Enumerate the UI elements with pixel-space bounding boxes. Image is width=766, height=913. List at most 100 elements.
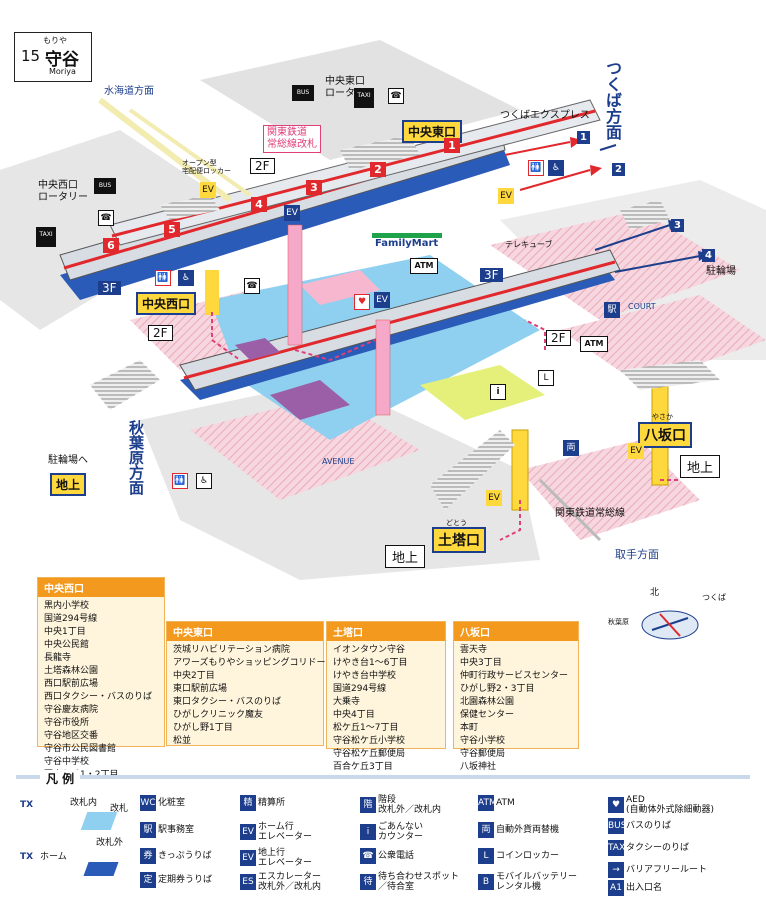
panel-list-item: 仲町行政サービスセンター [460, 671, 569, 681]
toilet-icon: 🚻 [172, 473, 188, 489]
waiting-icon: 待 [360, 874, 376, 891]
car-5-badge: 5 [164, 222, 180, 237]
panel-list-item: ひがしクリニック魔友 [173, 710, 264, 720]
panel-list-item: 守谷中学校 [44, 757, 90, 767]
exit-dotou[interactable]: 土塔口 [432, 527, 486, 553]
panel-list-item: 茨城リハビリテーション病院 [173, 645, 290, 655]
plaza-southeast [520, 440, 700, 540]
panel-list-item: 国道294号線 [333, 684, 387, 694]
legend-item-label: 待ち合わせスポット ／待合室 [378, 872, 460, 893]
dotou-ruby: どとう [446, 519, 467, 527]
exit-yasaka[interactable]: 八坂口 [638, 422, 692, 448]
legend-item-label: 階段 改札外／改札内 [378, 795, 442, 816]
phone-icon: ☎ [244, 278, 260, 294]
yasaka-ruby: やさか [652, 413, 673, 421]
panel-list-item: 保健センター [460, 710, 515, 720]
panel-list-item: 本町 [460, 723, 479, 733]
kanto-gate-label: 関東鉄道 常総線改札 [263, 125, 321, 153]
legend-gate: 改札 [110, 804, 129, 814]
panel-list-item: 百合ケ丘3丁目 [333, 762, 393, 772]
taxi-icon: TAXI [354, 88, 374, 108]
panel-list-item: 守谷地区交番 [44, 731, 99, 741]
panel-list-item: けやき台1〜6丁目 [333, 658, 408, 668]
legend-home: ホーム [40, 852, 67, 862]
legend-item-label: きっぷうりば [158, 850, 212, 861]
avenue-label: AVENUE [322, 457, 355, 466]
car-3-badge: 3 [306, 180, 322, 195]
floor-3f-lower: 3F [480, 268, 503, 282]
platform-1-badge: 1 [577, 131, 590, 144]
accessible-icon: ♿ [548, 160, 564, 176]
toilet-icon: WC [140, 795, 156, 811]
panel-yasaka-list: 雲天寺中央3丁目仲町行政サービスセンターひがし野2・3丁目北園森林公園保健センタ… [454, 641, 578, 777]
elevator-yellow-2 [511, 429, 529, 511]
fare-adjust-icon: 精 [240, 795, 256, 811]
tx-logo-icon: TX [20, 800, 34, 810]
legend-item-label: 駅事務室 [158, 824, 195, 835]
exit-chuo-higashi[interactable]: 中央東口 [402, 120, 463, 143]
chuo-west-rotary-label: 中央西口 ロータリー [38, 180, 88, 203]
accessible-icon: ♿ [196, 473, 212, 489]
atm-icon: ATM [410, 258, 438, 274]
legend-item-label: モバイルバッテリー レンタル機 [496, 872, 578, 893]
stair-southwest [90, 360, 160, 410]
elevator-pink-2 [375, 319, 391, 416]
panel-dotou-list: イオンタウン守谷けやき台1〜6丁目けやき台中学校国道294号線大乗寺中央4丁目松… [327, 641, 445, 777]
legend-item: 定定期券うりば [140, 872, 212, 888]
panel-list-item: 西口駅前広場 [44, 679, 99, 689]
legend-item-label: 地上行 エレベーター [258, 848, 313, 869]
stair-north [340, 135, 420, 170]
panel-chuo-nishi-list: 黒内小学校国道294号線中央1丁目中央公民館長龍寺土塔森林公園西口駅前広場西口タ… [38, 597, 164, 785]
panel-chuo-higashi-title: 中央東口 [167, 622, 323, 641]
panel-chuo-higashi-list: 茨城リハビリテーション病院アワーズもりやショッピングコリドー中央2丁目東口駅前広… [167, 641, 326, 751]
platform-4-badge: 4 [702, 249, 715, 262]
legend-item-label: ごあんない カウンター [378, 822, 424, 843]
concourse-yellow [420, 365, 545, 420]
ground-elevator-icon: EV [486, 490, 502, 506]
floor-2f-north: 2F [250, 158, 275, 174]
legend-item-label: コインロッカー [496, 850, 560, 861]
atm-icon: ATM [580, 336, 608, 352]
familymart-block [300, 270, 380, 305]
pass-ticket-icon: 定 [140, 872, 156, 888]
panel-dotou-title: 土塔口 [327, 622, 445, 641]
panel-list-item: 黒内小学校 [44, 601, 90, 611]
exit-ground-west[interactable]: 地上 [50, 473, 87, 496]
elevator-pink-1 [287, 224, 303, 346]
direction-suikaido: 水海道方面 [104, 86, 154, 97]
stair-northeast [620, 200, 670, 230]
station-map-artwork [0, 40, 766, 580]
panel-list-item: けやき台中学校 [333, 671, 397, 681]
station-romaji: Moriya [49, 67, 76, 76]
exchange-icon: 両 [563, 440, 579, 456]
tx-logo-icon: TX [20, 852, 34, 862]
telecube-label: テレキューブ [505, 240, 553, 249]
accessible-icon: ♿ [178, 270, 194, 286]
ground-elevator-icon: EV [240, 850, 256, 867]
station-name: 守谷 [45, 50, 79, 70]
legend-item-label: AED (自動体外式除細動器) [626, 795, 715, 816]
exit-chuo-nishi[interactable]: 中央西口 [136, 292, 197, 315]
aed-icon: ♥ [608, 797, 624, 814]
panel-chuo-nishi-title: 中央西口 [38, 578, 164, 597]
info-icon: i [490, 384, 506, 400]
kanto-line-label: 関東鉄道常総線 [555, 508, 625, 519]
floor-2f-east: 2F [546, 330, 571, 346]
car-1-badge: 1 [444, 138, 460, 153]
barrier-free-route [211, 312, 680, 541]
panel-list-item: 守谷市公民図書館 [44, 744, 117, 754]
phone-icon: ☎ [360, 848, 376, 864]
aed-icon: ♥ [354, 294, 370, 310]
panel-list-item: 西口タクシー・バスのりば [44, 692, 153, 702]
legend-gate-inside: 改札内 [70, 798, 98, 808]
platform-swatch-icon [83, 862, 119, 876]
bus-icon: BUS [292, 85, 314, 101]
station-ruby: もりや [43, 36, 67, 45]
legend-item-label: ATM [496, 797, 515, 808]
legend-item-label: エスカレーター 改札外／改札内 [258, 872, 322, 893]
